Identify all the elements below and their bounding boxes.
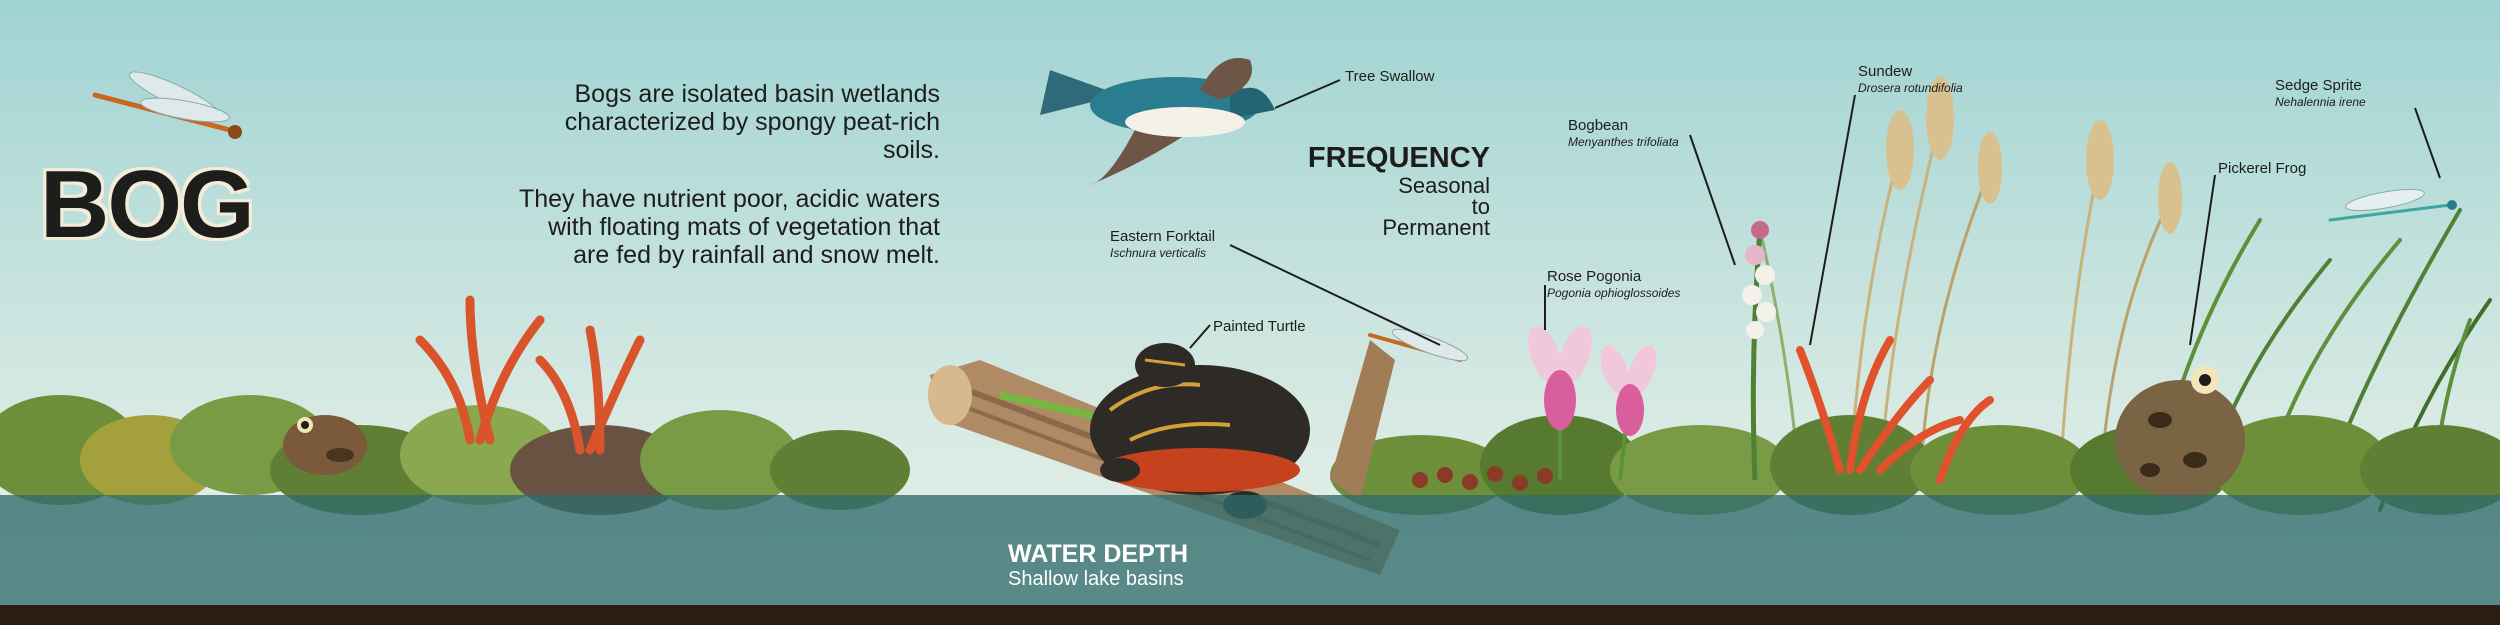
water-depth-value: Shallow lake basins bbox=[1008, 568, 1184, 590]
label-sundew: Sundew Drosera rotundifolia bbox=[1858, 63, 1963, 97]
water-depth-heading: WATER DEPTH bbox=[1008, 540, 1189, 568]
pickerel-frog bbox=[2115, 366, 2245, 500]
frequency-block: FREQUENCY Seasonal to Permanent bbox=[1240, 142, 1490, 240]
water-surface bbox=[0, 495, 2500, 605]
label-rose-pogonia: Rose Pogonia Pogonia ophioglossoides bbox=[1547, 268, 1680, 302]
label-eastern-forktail-scientific: Ischnura verticalis bbox=[1110, 246, 1207, 260]
sedge-sprite bbox=[2328, 188, 2457, 222]
label-rose-pogonia-scientific: Pogonia ophioglossoides bbox=[1547, 286, 1681, 300]
label-leader-lines bbox=[1189, 79, 2441, 349]
label-sundew-common: Sundew bbox=[1858, 63, 1913, 80]
water-depth-block: WATER DEPTH Shallow lake basins bbox=[1008, 540, 1188, 589]
label-tree-swallow: Tree Swallow bbox=[1345, 68, 1434, 85]
page-title: BOG bbox=[40, 151, 255, 258]
label-pickerel-frog-common: Pickerel Frog bbox=[2218, 160, 2307, 177]
berry-cluster bbox=[1412, 466, 1553, 491]
label-painted-turtle-common: Painted Turtle bbox=[1213, 318, 1306, 335]
rose-pogonia bbox=[1528, 326, 1657, 481]
grass-seedheads bbox=[1886, 76, 2182, 234]
frequency-heading: FREQUENCY bbox=[1307, 142, 1490, 174]
label-sedge-sprite-scientific: Nehalennia irene bbox=[2275, 95, 2366, 109]
description-paragraph-2: They have nutrient poor, acidic waters w… bbox=[518, 185, 940, 269]
label-bogbean-common: Bogbean bbox=[1568, 117, 1629, 134]
label-bogbean-scientific: Menyanthes trifoliata bbox=[1568, 135, 1679, 149]
label-eastern-forktail: Eastern Forktail Ischnura verticalis bbox=[1110, 228, 1215, 262]
label-sedge-sprite-common: Sedge Sprite bbox=[2275, 77, 2362, 94]
frequency-value: Seasonal to Permanent bbox=[1382, 173, 1490, 240]
label-painted-turtle: Painted Turtle bbox=[1213, 318, 1306, 335]
label-eastern-forktail-common: Eastern Forktail bbox=[1110, 228, 1216, 245]
label-tree-swallow-common: Tree Swallow bbox=[1345, 68, 1435, 85]
label-rose-pogonia-common: Rose Pogonia bbox=[1547, 268, 1642, 285]
damselfly-top-left bbox=[92, 71, 242, 139]
label-sedge-sprite: Sedge Sprite Nehalennia irene bbox=[2275, 77, 2366, 111]
ground-strip bbox=[0, 605, 2500, 625]
bogbean bbox=[1742, 221, 1776, 481]
label-pickerel-frog: Pickerel Frog bbox=[2218, 160, 2306, 177]
label-sundew-scientific: Drosera rotundifolia bbox=[1858, 81, 1963, 95]
frog-left bbox=[283, 415, 367, 475]
tree-swallow bbox=[1040, 58, 1275, 185]
label-bogbean: Bogbean Menyanthes trifoliata bbox=[1568, 117, 1679, 151]
painted-turtle bbox=[1090, 343, 1310, 519]
description-paragraph-1: Bogs are isolated basin wetlands charact… bbox=[564, 80, 940, 164]
eastern-forktail bbox=[1368, 328, 1469, 362]
sundew-cluster-left bbox=[415, 295, 645, 455]
sundew-cluster-right bbox=[1796, 336, 1994, 484]
